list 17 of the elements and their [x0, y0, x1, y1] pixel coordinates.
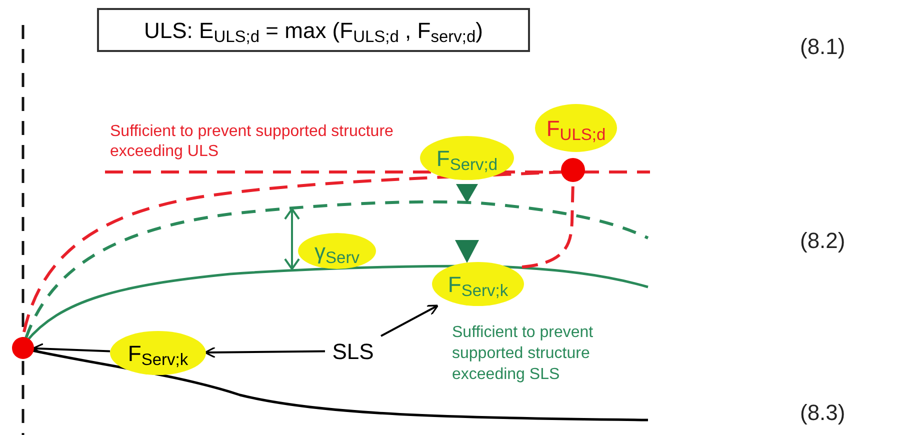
arrow [204, 346, 326, 358]
highlight-ellipse: F$_{ULS;d}$ [535, 104, 617, 152]
formula-box: ULS: E$_{ULS;d}$ = max (F$_{ULS;d}$ , F$_{serv;d}$) [97, 8, 530, 52]
point-marker [561, 158, 585, 182]
equation-number: (8.2) [800, 227, 846, 255]
point-marker [12, 337, 34, 359]
highlight-ellipse: F$_{Serv;k}$ [432, 262, 524, 306]
highlight-ellipse: F$_{Serv;d}$ [420, 136, 514, 180]
text-label: SLS [325, 334, 381, 368]
arrow [32, 342, 110, 355]
highlight-ellipse: F$_{Serv;k}$ [110, 331, 206, 375]
annotation-text: Sufficient to prevent supported structure exceeding SLS [452, 323, 594, 385]
equation-number: (8.1) [800, 33, 846, 61]
highlight-ellipse: γ$_{Serv}$ [298, 233, 376, 269]
equation-number: (8.3) [800, 399, 846, 427]
arrow [380, 304, 439, 337]
annotation-text: Sufficient to prevent supported structure exceeding ULS [110, 122, 394, 162]
